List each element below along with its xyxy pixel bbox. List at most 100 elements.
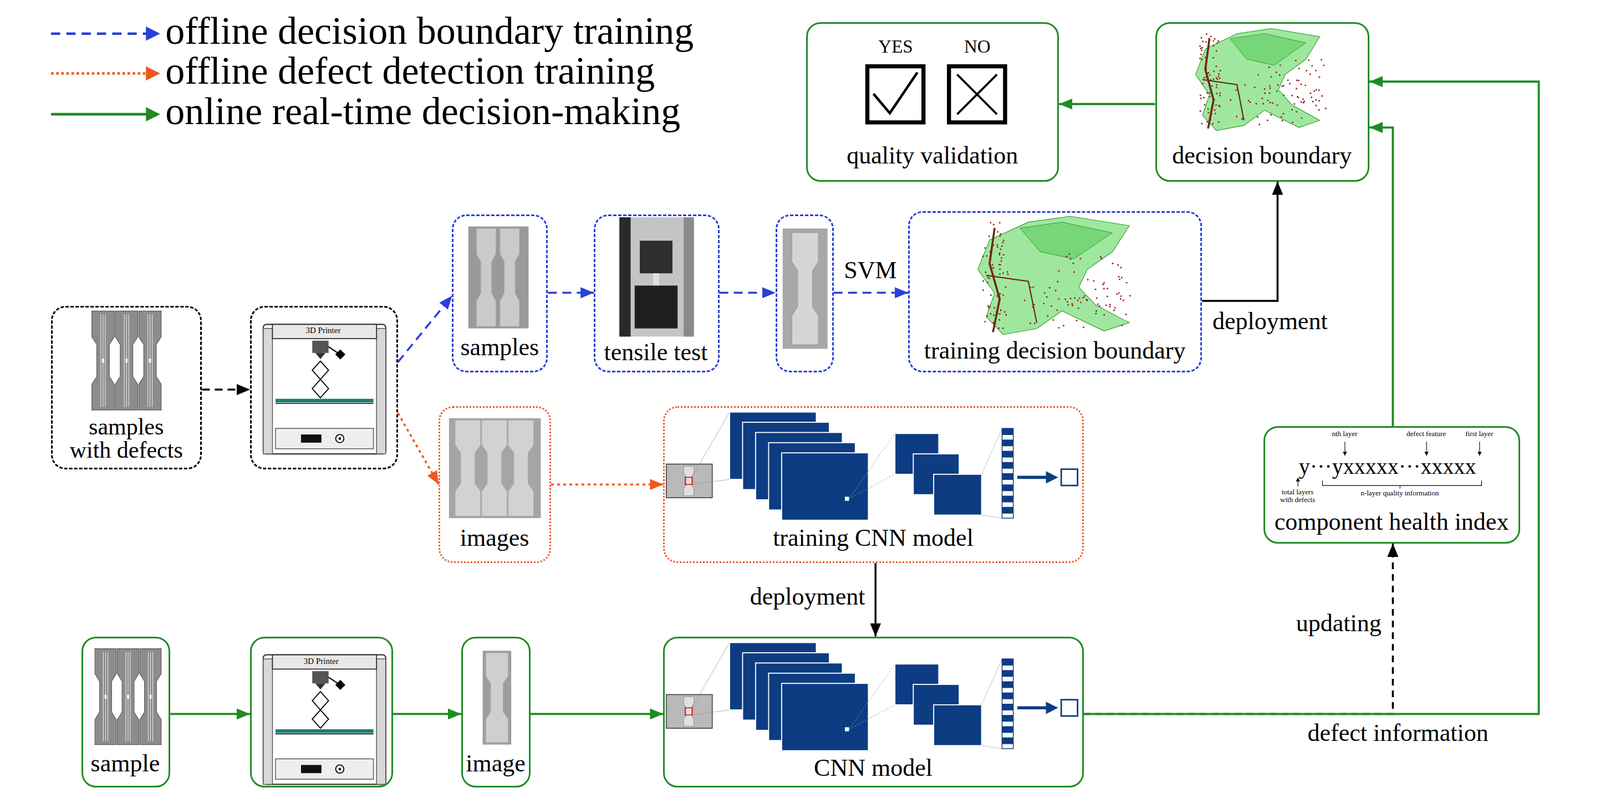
specimen bbox=[653, 273, 660, 286]
sample-point bbox=[1266, 99, 1269, 102]
sample-point bbox=[1103, 314, 1105, 317]
print-bed-edge bbox=[275, 733, 374, 735]
printer-pillar bbox=[263, 328, 273, 455]
sample-point bbox=[998, 294, 1001, 297]
connector bbox=[1369, 127, 1393, 427]
sample-point bbox=[1043, 292, 1046, 294]
filament-line bbox=[328, 677, 339, 684]
sample-point bbox=[1215, 104, 1217, 106]
sample-point bbox=[1313, 90, 1316, 93]
sample-point bbox=[1282, 94, 1285, 96]
sample-point bbox=[1068, 253, 1070, 256]
image-box: image bbox=[461, 637, 531, 788]
dogbone-specimen bbox=[139, 649, 162, 746]
sample-point bbox=[1073, 271, 1075, 274]
sample-point bbox=[988, 235, 991, 238]
sample-point bbox=[1210, 36, 1212, 38]
sample-point bbox=[1129, 294, 1131, 297]
dense-unit bbox=[1001, 462, 1013, 470]
sample-point bbox=[1204, 56, 1207, 59]
dense-unit bbox=[1001, 496, 1013, 503]
sample-point bbox=[1300, 83, 1302, 86]
health-index-box: nth layerdefect featurefirst layery···yx… bbox=[1263, 426, 1521, 544]
decision-boundary-box: decision boundary bbox=[1155, 22, 1370, 182]
sample-point bbox=[992, 267, 995, 269]
sample-point bbox=[1029, 286, 1032, 289]
print-raster-line bbox=[129, 651, 131, 742]
sample-figure bbox=[94, 649, 162, 746]
sample-point bbox=[1200, 97, 1202, 100]
node-label: decision boundary bbox=[1172, 142, 1352, 170]
decision-boundary-plot bbox=[977, 216, 1131, 335]
sample-point bbox=[1200, 49, 1203, 52]
sample-point bbox=[1219, 92, 1221, 95]
photo-ground bbox=[468, 226, 529, 329]
sample-point bbox=[992, 322, 995, 324]
sample-point bbox=[995, 311, 998, 314]
photo-ground bbox=[482, 650, 512, 745]
sample-point bbox=[1077, 307, 1080, 310]
sample-point bbox=[1097, 303, 1099, 305]
legend-label: online real-time decision-making bbox=[165, 92, 681, 131]
sample-point bbox=[1125, 313, 1128, 316]
output-arrowhead bbox=[1046, 471, 1059, 484]
dense-unit bbox=[1001, 659, 1013, 666]
sample-point bbox=[1000, 260, 1003, 263]
sample-point bbox=[1103, 282, 1105, 284]
sample-point bbox=[1050, 305, 1053, 308]
sample-point bbox=[1315, 104, 1317, 107]
sample-point bbox=[1215, 50, 1218, 53]
sample-point bbox=[999, 273, 1001, 275]
sample-point bbox=[1309, 92, 1312, 95]
sample-point bbox=[1264, 92, 1266, 94]
edge-label: updating bbox=[1293, 610, 1384, 638]
print-raster-line bbox=[151, 314, 153, 407]
sample-point bbox=[1256, 116, 1259, 119]
sample-point bbox=[1291, 94, 1293, 97]
dogbone-specimen bbox=[485, 653, 508, 743]
projection-line bbox=[981, 659, 1003, 706]
printer-top-bar bbox=[272, 655, 377, 670]
dense-unit bbox=[1001, 715, 1013, 722]
sample-point bbox=[1307, 59, 1310, 61]
sample-point bbox=[1120, 276, 1123, 279]
sample-point bbox=[1005, 314, 1007, 317]
node-label: samples bbox=[460, 334, 539, 361]
sample-point bbox=[996, 243, 998, 246]
sample-point bbox=[1275, 71, 1278, 74]
sample-point bbox=[989, 251, 991, 253]
node-label: images bbox=[460, 525, 530, 552]
sample-point bbox=[996, 313, 999, 315]
connector bbox=[393, 712, 462, 716]
connector bbox=[833, 291, 909, 294]
dogbone-specimen bbox=[476, 228, 497, 327]
sample-point bbox=[982, 280, 985, 283]
pooled-map bbox=[933, 474, 982, 516]
connector bbox=[551, 483, 664, 487]
dense-unit bbox=[1001, 507, 1013, 514]
data-streak bbox=[986, 275, 1037, 323]
sample-point bbox=[1056, 309, 1059, 312]
sample-point bbox=[989, 221, 992, 224]
sample-point bbox=[1106, 287, 1109, 290]
quality-symbols bbox=[867, 66, 1005, 123]
sample-point bbox=[989, 260, 991, 263]
sample-point bbox=[1072, 262, 1075, 265]
sample-point bbox=[1249, 101, 1251, 104]
sample-point bbox=[1117, 264, 1119, 267]
printer-knob bbox=[335, 765, 345, 774]
projection-line bbox=[691, 412, 730, 478]
edge-label: deployment bbox=[747, 583, 868, 611]
sample-point bbox=[1205, 33, 1208, 35]
dogbone-specimen bbox=[481, 420, 508, 517]
sample-point bbox=[1214, 38, 1216, 40]
print-shape bbox=[312, 710, 329, 729]
sample-point bbox=[1002, 254, 1005, 257]
sample-point bbox=[1271, 102, 1274, 105]
dense-unit bbox=[1001, 704, 1013, 711]
sample-point bbox=[1203, 77, 1206, 79]
printer-box: 3D Printer bbox=[250, 637, 394, 788]
sample-point bbox=[1086, 299, 1089, 302]
dense-unit bbox=[1001, 737, 1013, 745]
